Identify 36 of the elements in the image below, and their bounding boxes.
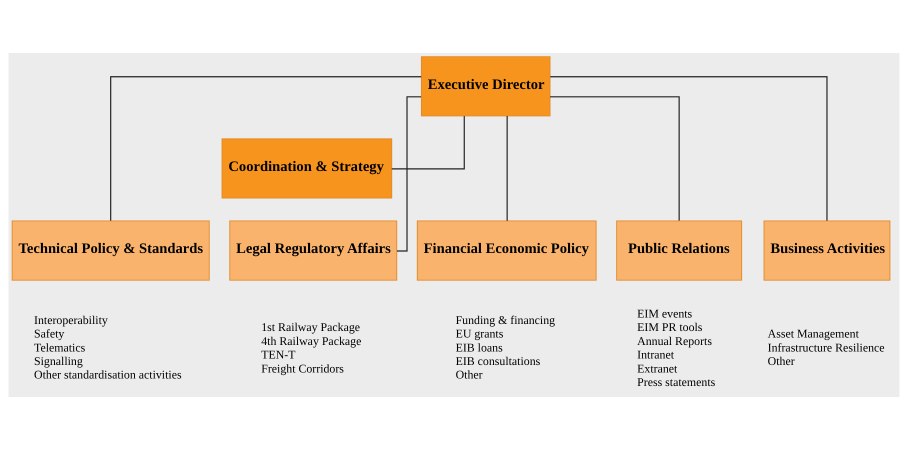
node-label: Safety: [34, 326, 64, 341]
node-label: 1st Railway Package: [261, 320, 360, 334]
node-label: 4th Railway Package: [261, 334, 362, 348]
node-box: Coordination & Strategy: [222, 138, 392, 199]
node-label: Infrastructure Resilience: [768, 340, 885, 354]
connector: [396, 96, 422, 252]
node-box: Executive Director: [420, 56, 550, 116]
node-label: TEN-T: [261, 348, 296, 362]
node-label: Signalling: [34, 354, 83, 368]
node-label: EIM PR tools: [637, 320, 702, 334]
node-box: Technical Policy & Standards: [12, 220, 210, 281]
node-label: EIB loans: [456, 340, 503, 354]
node-label: Telematics: [34, 340, 86, 354]
node-label: Other standardisation activities: [34, 368, 182, 382]
node-box: Business Activities: [764, 220, 890, 281]
node-box: Financial Economic Policy: [416, 220, 597, 281]
connector: [550, 76, 828, 221]
node-label: EIM events: [637, 306, 692, 321]
node-label: EIB consultations: [456, 354, 540, 368]
connector: [110, 76, 422, 221]
node-label: Annual Reports: [637, 334, 712, 348]
node-label: Extranet: [637, 361, 678, 376]
node-label: Press statements: [637, 374, 716, 389]
node-box: Public Relations: [616, 220, 742, 281]
node-label: Freight Corridors: [261, 361, 344, 376]
node-box: Legal Regulatory Affairs: [229, 220, 398, 281]
node-label: Interoperability: [34, 312, 108, 327]
node-label: Other: [768, 354, 795, 368]
node-label: EU grants: [456, 326, 504, 341]
node-label: Intranet: [637, 348, 674, 362]
connector: [392, 116, 465, 170]
node-label: Funding & financing: [456, 312, 556, 327]
connector: [506, 116, 508, 221]
node-label: Asset Management: [768, 326, 859, 341]
node-label: Other: [456, 368, 483, 382]
connector: [550, 96, 680, 221]
